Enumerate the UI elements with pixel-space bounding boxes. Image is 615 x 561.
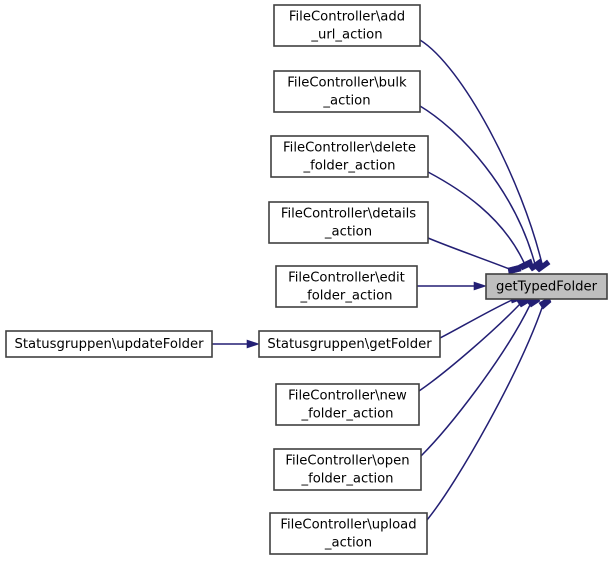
node-label: _action	[324, 225, 372, 240]
arrowhead-icon	[528, 258, 544, 272]
node-box[interactable]	[275, 383, 420, 426]
edge-add_url_action-to-getTypedFolder	[419, 39, 551, 273]
node-label: FileController\add	[289, 10, 405, 25]
node-label: _folder_action	[299, 289, 392, 304]
node-box[interactable]	[273, 4, 421, 47]
node-delete_folder_action[interactable]: FileController\delete _folder_action	[270, 135, 429, 178]
edge-line	[439, 299, 513, 339]
node-label: _folder_action	[300, 407, 393, 422]
edge-line	[427, 171, 527, 268]
edge-edit_folder_action-to-getTypedFolder	[417, 281, 487, 291]
node-label: Statusgruppen\getFolder	[267, 337, 432, 352]
node-open_folder_action[interactable]: FileController\open _folder_action	[273, 448, 422, 491]
arrowhead-icon	[535, 259, 551, 273]
node-box[interactable]	[258, 330, 441, 358]
node-label: _action	[322, 94, 370, 109]
node-box[interactable]	[270, 135, 429, 178]
edge-line	[419, 105, 537, 269]
node-box[interactable]	[273, 70, 421, 113]
node-label: FileController\new	[288, 389, 407, 404]
node-box[interactable]	[268, 201, 429, 244]
edge-line	[420, 304, 531, 457]
edge-upload_action-to-getTypedFolder	[426, 296, 552, 521]
node-label: FileController\upload	[280, 518, 416, 533]
node-label: FileController\details	[281, 207, 416, 222]
node-label: _folder_action	[302, 159, 395, 174]
node-label: Statusgruppen\updateFolder	[14, 337, 204, 352]
edge-details_action-to-getTypedFolder	[427, 237, 522, 275]
node-new_folder_action[interactable]: FileController\new _folder_action	[275, 383, 420, 426]
arrowhead-icon	[507, 264, 522, 275]
node-box[interactable]	[5, 330, 213, 358]
edge-Statusgruppen_updateFolder-to-Statusgruppen_getFolder	[212, 339, 260, 349]
node-label: _folder_action	[300, 472, 393, 487]
node-label: FileController\open	[285, 454, 409, 469]
node-Statusgruppen_getFolder[interactable]: Statusgruppen\getFolder	[258, 330, 441, 358]
node-box[interactable]	[273, 448, 422, 491]
node-getTypedFolder[interactable]: getTypedFolder	[485, 273, 608, 300]
node-label: _url_action	[310, 28, 382, 43]
node-label: getTypedFolder	[496, 280, 598, 295]
nodes-layer: FileController\add_url_actionFileControl…	[5, 4, 608, 555]
node-details_action[interactable]: FileController\details _action	[268, 201, 429, 244]
arrowhead-icon	[246, 339, 260, 349]
node-label: FileController\bulk	[287, 76, 407, 91]
edge-line	[418, 303, 521, 392]
node-add_url_action[interactable]: FileController\add _url_action	[273, 4, 421, 47]
node-edit_folder_action[interactable]: FileController\edit _folder_action	[275, 265, 418, 308]
node-bulk_action[interactable]: FileController\bulk _action	[273, 70, 421, 113]
node-Statusgruppen_updateFolder[interactable]: Statusgruppen\updateFolder	[5, 330, 213, 358]
node-box[interactable]	[275, 265, 418, 308]
node-box[interactable]	[485, 273, 608, 300]
arrowhead-icon	[473, 281, 487, 291]
edge-line	[426, 304, 544, 521]
edge-bulk_action-to-getTypedFolder	[419, 105, 544, 272]
node-label: FileController\delete	[283, 141, 416, 156]
node-label: FileController\edit	[288, 271, 405, 286]
node-label: _action	[324, 536, 372, 551]
edge-line	[427, 237, 513, 271]
node-upload_action[interactable]: FileController\upload _action	[269, 512, 428, 555]
node-box[interactable]	[269, 512, 428, 555]
edge-line	[419, 39, 544, 269]
